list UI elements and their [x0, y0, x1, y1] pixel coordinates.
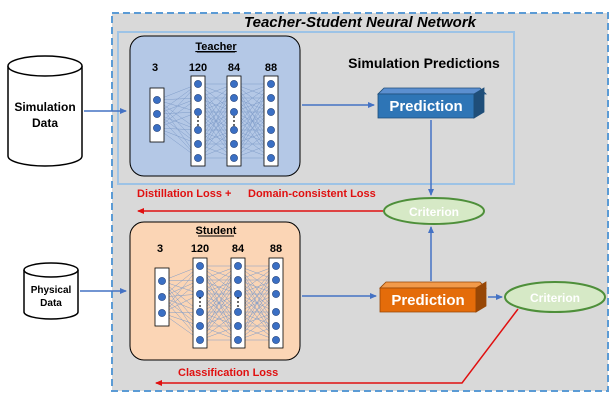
- teacher-net-node: [267, 126, 275, 134]
- student-net-node: [272, 262, 280, 270]
- teacher-net-node: [194, 126, 202, 134]
- physical-data-label-2: Data: [40, 298, 62, 309]
- teacher-net-node: [230, 80, 238, 88]
- student-layer-size-4: 88: [270, 243, 282, 255]
- student-net-ellipsis-dot: [199, 301, 201, 303]
- teacher-net-node: [267, 140, 275, 148]
- student-net-node: [196, 322, 204, 330]
- student-prediction-box: [379, 281, 487, 313]
- teacher-net-node: [194, 94, 202, 102]
- student-net-layer-box: [268, 257, 284, 349]
- simulation-data-label-2: Data: [32, 116, 58, 130]
- teacher-net-ellipsis-dot: [197, 124, 199, 126]
- student-net-node: [234, 276, 242, 284]
- student-net-ellipsis-dot: [237, 305, 239, 307]
- teacher-layer-size-1: 3: [152, 62, 158, 74]
- student-net-ellipsis-dot: [199, 305, 201, 307]
- simulation-data-label-1: Simulation: [14, 100, 75, 114]
- teacher-net-node: [153, 110, 161, 118]
- teacher-layer-size-2: 120: [189, 62, 207, 74]
- teacher-net-node: [267, 94, 275, 102]
- teacher-net-ellipsis-dot: [233, 116, 235, 118]
- teacher-network: [149, 75, 279, 167]
- physical-data-label-1: Physical: [31, 285, 72, 296]
- simulation-data-cylinder: [7, 55, 83, 167]
- student-layer-size-3: 84: [232, 243, 245, 255]
- teacher-net-ellipsis-dot: [197, 116, 199, 118]
- student-net-node: [272, 276, 280, 284]
- teacher-net-node: [267, 154, 275, 162]
- student-net-node: [272, 290, 280, 298]
- teacher-net-node: [230, 154, 238, 162]
- teacher-net-ellipsis-dot: [233, 120, 235, 122]
- teacher-net-node: [153, 96, 161, 104]
- criterion-right-label: Criterion: [530, 291, 580, 305]
- domain-consistent-loss-label: Domain-consistent Loss: [248, 188, 376, 200]
- student-layer-size-2: 120: [191, 243, 209, 255]
- teacher-net-node: [194, 108, 202, 116]
- teacher-frame: [117, 31, 515, 185]
- student-net-node: [234, 290, 242, 298]
- teacher-net-node: [267, 80, 275, 88]
- student-net-node: [272, 336, 280, 344]
- teacher-layer-size-3: 84: [228, 62, 241, 74]
- criterion-top-label: Criterion: [409, 205, 459, 219]
- student-network: [154, 257, 284, 349]
- diagram-title: Teacher-Student Neural Network: [244, 14, 477, 31]
- teacher-net-ellipsis-dot: [233, 124, 235, 126]
- teacher-prediction-label: Prediction: [389, 98, 462, 115]
- teacher-net-node: [194, 140, 202, 148]
- teacher-net-node: [194, 80, 202, 88]
- student-net-ellipsis-dot: [237, 301, 239, 303]
- teacher-net-node: [230, 108, 238, 116]
- teacher-net-layer-box: [263, 75, 279, 167]
- distillation-loss-label: Distillation Loss +: [137, 188, 231, 200]
- teacher-net-node: [194, 154, 202, 162]
- teacher-net-node: [267, 108, 275, 116]
- student-net-node: [196, 308, 204, 316]
- student-net-layer-box: [192, 257, 208, 349]
- teacher-net-node: [230, 126, 238, 134]
- physical-data-cylinder: [23, 262, 79, 320]
- teacher-net-node: [230, 140, 238, 148]
- teacher-label: Teacher: [195, 41, 237, 53]
- student-net-node: [158, 309, 166, 317]
- teacher-net-ellipsis-dot: [197, 120, 199, 122]
- student-net-ellipsis-dot: [199, 297, 201, 299]
- student-label: Student: [196, 225, 237, 237]
- student-prediction-label: Prediction: [391, 292, 464, 309]
- student-net-node: [272, 322, 280, 330]
- simulation-predictions-label: Simulation Predictions: [348, 55, 500, 71]
- teacher-layer-size-4: 88: [265, 62, 277, 74]
- teacher-net-node: [153, 124, 161, 132]
- criterion-right: [504, 281, 606, 313]
- student-net-node: [234, 322, 242, 330]
- student-net-node: [196, 290, 204, 298]
- student-net-node: [272, 308, 280, 316]
- student-net-node: [196, 262, 204, 270]
- teacher-prediction-box: [377, 87, 487, 119]
- student-net-node: [196, 336, 204, 344]
- student-layer-size-1: 3: [157, 243, 163, 255]
- student-net-node: [196, 276, 204, 284]
- student-net-node: [158, 293, 166, 301]
- student-net-node: [234, 262, 242, 270]
- teacher-net-node: [230, 94, 238, 102]
- student-net-node: [158, 277, 166, 285]
- student-net-node: [234, 308, 242, 316]
- criterion-top: [383, 197, 485, 225]
- classification-loss-label: Classification Loss: [178, 367, 278, 379]
- classification-loss-arrow: [155, 308, 519, 386]
- student-net-ellipsis-dot: [237, 297, 239, 299]
- student-net-layer-box: [230, 257, 246, 349]
- student-net-node: [234, 336, 242, 344]
